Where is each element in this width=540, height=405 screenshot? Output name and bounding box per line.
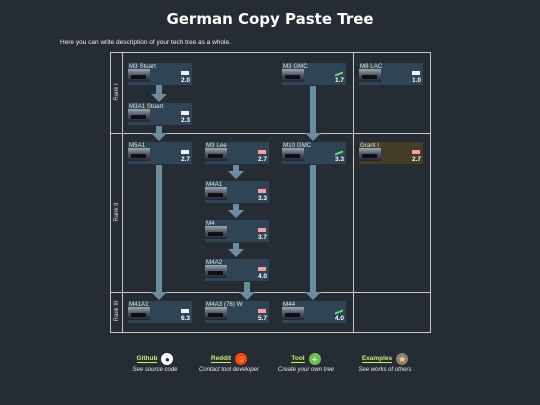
vehicle-thumbnail <box>128 148 150 161</box>
vehicle-type-icon <box>181 150 189 154</box>
vehicle-name: M4A3 (76) W <box>206 301 243 308</box>
battle-rating: 2.7 <box>180 156 190 163</box>
vehicle-name: M4A2 <box>206 259 223 266</box>
vehicle-name: M4 <box>206 220 215 227</box>
rank-label-1: Rank I <box>114 83 120 101</box>
vehicle-card-m10-gmc[interactable]: M10 GMC 3.3 <box>282 142 346 164</box>
vehicle-thumbnail <box>205 226 227 239</box>
vehicle-card-m44[interactable]: M44 4.0 <box>282 301 346 323</box>
vehicle-card-m3-gmc[interactable]: M3 GMC 1.7 <box>282 63 346 85</box>
vehicle-card-m3-stuart[interactable]: M3 Stuart 2.0 <box>128 63 192 85</box>
battle-rating: 3.3 <box>334 156 344 163</box>
vehicle-name: M3 Lee <box>206 142 227 149</box>
plus-icon: + <box>308 353 321 365</box>
github-link[interactable]: Github <box>136 355 158 363</box>
footer-caption: Create your own tree <box>277 367 335 373</box>
tank-destroyer-icon <box>335 148 343 156</box>
battle-rating: 2.0 <box>180 77 190 84</box>
vehicle-name: M4A1 <box>206 181 223 188</box>
badge-icon: ★ <box>396 353 409 365</box>
vehicle-type-icon <box>258 189 266 193</box>
battle-rating: 5.7 <box>257 315 267 322</box>
vehicle-thumbnail <box>359 69 381 82</box>
vehicle-name: M3 GMC <box>283 63 308 70</box>
battle-rating: 1.7 <box>334 77 344 84</box>
tank-destroyer-icon <box>335 69 343 77</box>
battle-rating: 4.0 <box>257 273 267 280</box>
vehicle-name: Grant I <box>360 142 379 149</box>
vehicle-type-icon <box>258 309 266 313</box>
vehicle-name: M8 LAC <box>360 63 383 70</box>
vehicle-type-icon <box>181 71 189 75</box>
vehicle-thumbnail <box>205 187 227 200</box>
vehicle-thumbnail <box>205 265 227 278</box>
vehicle-card-m4[interactable]: M4 3.7 <box>205 220 269 242</box>
vehicle-type-icon <box>181 309 189 313</box>
vehicle-card-m8-lac[interactable]: M8 LAC 1.0 <box>359 63 423 85</box>
battle-rating: 1.0 <box>411 77 421 84</box>
vehicle-name: M3A1 Stuart <box>129 103 164 110</box>
vehicle-type-icon <box>258 150 266 154</box>
reddit-link[interactable]: Reddit <box>210 355 232 363</box>
footer-tool[interactable]: Tool + Create your own tree <box>261 347 351 373</box>
vehicle-card-m3a1-stuart[interactable]: M3A1 Stuart 2.3 <box>128 103 192 125</box>
rank-column-divider <box>122 53 123 332</box>
footer-examples[interactable]: Examples ★ See works of others <box>340 347 430 373</box>
vehicle-card-m4a3-76w[interactable]: M4A3 (76) W 5.7 <box>205 301 269 323</box>
vehicle-thumbnail <box>282 69 304 82</box>
footer-caption: Contact tool developer <box>198 367 260 373</box>
vehicle-card-m3-lee[interactable]: M3 Lee 2.7 <box>205 142 269 164</box>
battle-rating: 2.3 <box>180 117 190 124</box>
vehicle-thumbnail <box>205 307 227 320</box>
vehicle-type-icon <box>412 71 420 75</box>
vehicle-thumbnail <box>359 148 381 161</box>
footer-github[interactable]: Github ● See source code <box>110 347 200 373</box>
vehicle-name: M44 <box>283 301 296 308</box>
premium-column-divider <box>353 53 354 332</box>
page-title: German Copy Paste Tree <box>166 10 374 28</box>
vehicle-thumbnail <box>128 307 150 320</box>
vehicle-name: M5A1 <box>129 142 146 149</box>
battle-rating: 3.3 <box>257 195 267 202</box>
vehicle-type-icon <box>258 228 266 232</box>
vehicle-name: M41A1 <box>129 301 149 308</box>
vehicle-thumbnail <box>282 148 304 161</box>
vehicle-thumbnail <box>128 69 150 82</box>
rank-divider <box>111 292 430 293</box>
vehicle-name: M3 Stuart <box>129 63 156 70</box>
tool-link[interactable]: Tool <box>291 355 305 363</box>
vehicle-card-m5a1[interactable]: M5A1 2.7 <box>128 142 192 164</box>
rank-label-3: Rank III <box>114 300 120 322</box>
rank-divider <box>111 133 430 134</box>
vehicle-thumbnail <box>282 307 304 320</box>
vehicle-type-icon <box>258 267 266 271</box>
battle-rating: 3.7 <box>257 234 267 241</box>
vehicle-type-icon <box>412 150 420 154</box>
vehicle-card-grant-i[interactable]: Grant I 2.7 <box>359 142 423 164</box>
vehicle-card-m41a1[interactable]: M41A1 6.3 <box>128 301 192 323</box>
rank-label-2: Rank II <box>114 202 120 222</box>
footer-caption: See source code <box>132 367 178 373</box>
footer-caption: See works of others <box>358 367 412 373</box>
vehicle-card-m4a1[interactable]: M4A1 3.3 <box>205 181 269 203</box>
github-icon: ● <box>161 353 174 365</box>
battle-rating: 2.7 <box>257 156 267 163</box>
vehicle-name: M10 GMC <box>283 142 312 149</box>
battle-rating: 4.0 <box>334 315 344 322</box>
examples-link[interactable]: Examples <box>361 355 393 363</box>
vehicle-thumbnail <box>128 109 150 122</box>
spaa-icon <box>335 307 343 315</box>
vehicle-type-icon <box>181 111 189 115</box>
vehicle-card-m4a2[interactable]: M4A2 4.0 <box>205 259 269 281</box>
tech-tree: Rank I Rank II Rank III M3 Stuar <box>110 52 431 333</box>
footer-reddit[interactable]: Reddit ☺ Contact tool developer <box>184 347 274 373</box>
reddit-icon: ☺ <box>235 353 248 365</box>
vehicle-thumbnail <box>205 148 227 161</box>
battle-rating: 2.7 <box>411 156 421 163</box>
tree-description: Here you can write description of your t… <box>60 39 231 46</box>
battle-rating: 6.3 <box>180 315 190 322</box>
